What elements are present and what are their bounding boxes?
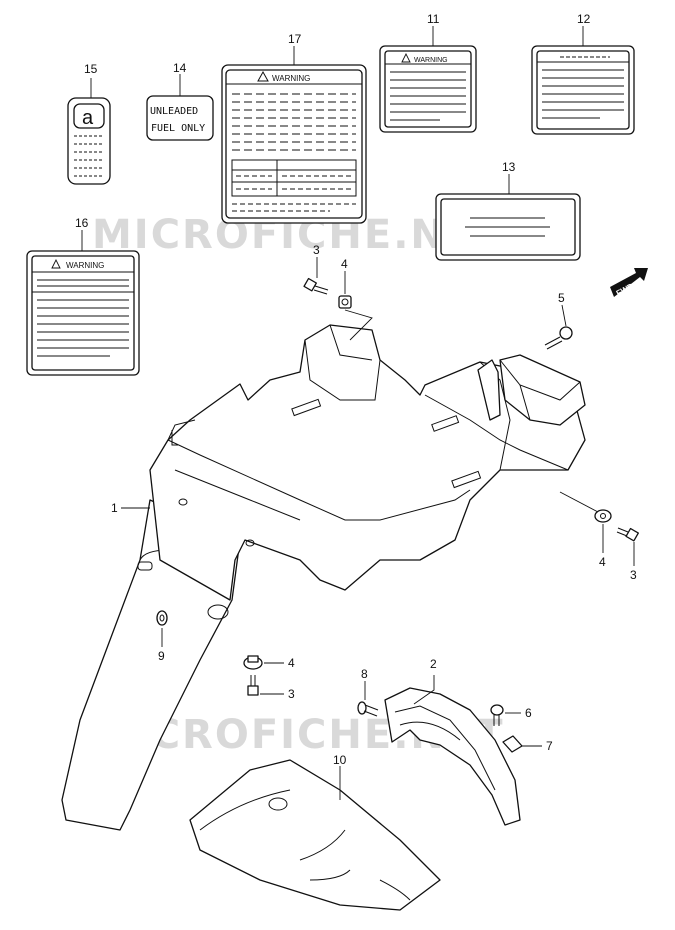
washer-9 bbox=[156, 610, 168, 626]
part-17-warning-label: WARNING bbox=[221, 64, 367, 224]
callout-7: 7 bbox=[546, 739, 553, 753]
callout-11: 11 bbox=[427, 12, 440, 26]
screw-8 bbox=[357, 701, 379, 717]
nut-4-lower bbox=[243, 655, 263, 670]
callout-4-lower: 4 bbox=[288, 656, 295, 670]
callout-14: 14 bbox=[173, 61, 187, 75]
callout-9: 9 bbox=[158, 649, 165, 663]
part-12-info-label bbox=[531, 45, 635, 135]
callout-15: 15 bbox=[84, 62, 98, 76]
callout-3-right: 3 bbox=[630, 568, 637, 582]
part-14-unleaded-fuel-label: UNLEADED FUEL ONLY bbox=[146, 95, 214, 141]
callout-13: 13 bbox=[502, 160, 516, 174]
warning-text-17: WARNING bbox=[272, 74, 310, 83]
warning-triangle-icon bbox=[257, 70, 269, 82]
warning-text-11: WARNING bbox=[414, 57, 448, 64]
callout-4-right: 4 bbox=[599, 555, 606, 569]
clip-7 bbox=[502, 735, 523, 753]
leader-lines bbox=[81, 26, 635, 800]
part-10-mud-guard bbox=[189, 759, 441, 911]
callout-16: 16 bbox=[75, 216, 89, 230]
callout-2: 2 bbox=[430, 657, 437, 671]
warning-text-16: WARNING bbox=[66, 261, 104, 270]
hardware bbox=[156, 277, 639, 753]
nut-4-right bbox=[594, 509, 612, 523]
nut-4-top bbox=[338, 295, 352, 309]
recycle-symbol: a bbox=[82, 107, 94, 129]
part-15-recycle-label: a bbox=[67, 97, 111, 185]
fwd-arrow-icon: FWD bbox=[610, 268, 648, 298]
callout-10: 10 bbox=[333, 753, 347, 767]
callout-4-top: 4 bbox=[341, 257, 348, 271]
screw-6 bbox=[490, 704, 504, 726]
callout-12: 12 bbox=[577, 12, 591, 26]
part-16-warning-label: WARNING bbox=[26, 250, 140, 376]
callouts: 15 14 17 11 12 13 16 3 4 5 1 4 3 9 4 3 8… bbox=[75, 12, 637, 767]
callout-8: 8 bbox=[361, 667, 368, 681]
part-13-label bbox=[435, 193, 581, 261]
callout-6: 6 bbox=[525, 706, 532, 720]
callout-3-lower: 3 bbox=[288, 687, 295, 701]
callout-3-top: 3 bbox=[313, 243, 320, 257]
bolt-3-lower bbox=[247, 675, 259, 696]
bolt-3-right bbox=[616, 527, 639, 542]
part-11-warning-label: WARNING bbox=[379, 45, 477, 133]
warning-triangle-icon bbox=[51, 258, 61, 269]
callout-17: 17 bbox=[288, 32, 302, 46]
unleaded-line1: UNLEADED bbox=[150, 106, 198, 117]
unleaded-line2: FUEL ONLY bbox=[151, 123, 205, 134]
part-2-inner-fender bbox=[384, 687, 521, 826]
callout-5: 5 bbox=[558, 291, 565, 305]
warning-triangle-icon bbox=[401, 52, 411, 63]
bolt-3-top bbox=[303, 277, 329, 295]
part-1-rear-fender bbox=[61, 324, 586, 831]
bolt-5 bbox=[544, 326, 573, 350]
callout-1: 1 bbox=[111, 501, 118, 515]
